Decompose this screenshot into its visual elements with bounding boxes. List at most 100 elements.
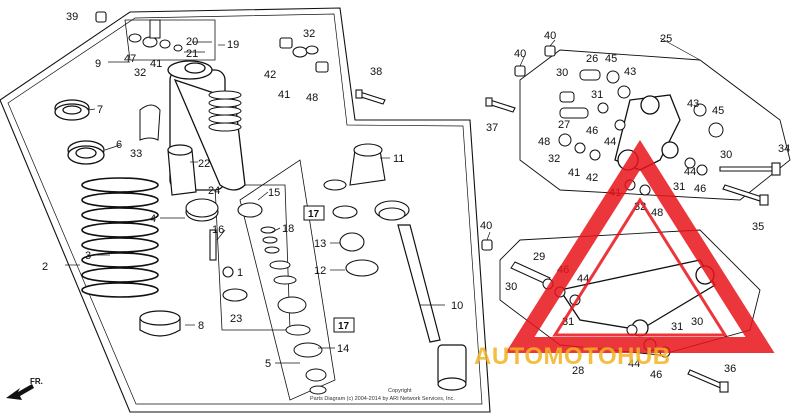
nut-39 — [95, 11, 107, 23]
callout-29: 29 — [533, 251, 545, 263]
shock-body — [167, 60, 246, 191]
upper-link-box — [519, 49, 791, 201]
bolt-1 — [222, 266, 234, 278]
callout-42b: 42 — [586, 172, 598, 184]
callout-32a: 32 — [134, 67, 146, 79]
callout-48c: 48 — [651, 207, 663, 219]
svg-text:17: 17 — [338, 321, 350, 332]
seal-45a — [606, 70, 620, 84]
callout-32c: 32 — [548, 153, 560, 165]
watermark-text: AUTOMOTOHUB — [474, 343, 671, 370]
boxed-callout-17a: 17 — [303, 205, 325, 221]
callout-24: 24 — [208, 185, 220, 197]
washer-41 — [159, 39, 171, 49]
callout-41c: 41 — [568, 167, 580, 179]
callout-16: 16 — [212, 224, 224, 236]
callout-6: 6 — [116, 139, 122, 151]
callout-1: 1 — [237, 267, 243, 279]
nut-40b — [544, 45, 556, 57]
callout-14: 14 — [337, 343, 349, 355]
callout-26: 26 — [586, 53, 598, 65]
callout-21: 21 — [186, 48, 198, 60]
callout-9: 9 — [95, 58, 101, 70]
callout-23: 23 — [230, 313, 242, 325]
callout-8: 8 — [198, 320, 204, 332]
callout-38: 38 — [370, 66, 382, 78]
clip-23 — [222, 288, 248, 302]
callout-37: 37 — [486, 122, 498, 134]
callout-39: 39 — [66, 11, 78, 23]
leader-lines — [65, 37, 701, 364]
protector-pad — [139, 104, 161, 141]
callout-3: 3 — [85, 250, 91, 262]
callout-30c: 30 — [505, 281, 517, 293]
seal-43a — [617, 85, 631, 99]
seal-45b — [708, 122, 724, 138]
nut-40c — [481, 239, 493, 251]
callout-35: 35 — [752, 221, 764, 233]
callout-5: 5 — [265, 358, 271, 370]
shock-assembly-outline — [0, 7, 491, 413]
callout-31a: 31 — [591, 89, 603, 101]
collar-36 — [323, 179, 347, 191]
callout-15: 15 — [268, 187, 280, 199]
bump-rubber — [167, 144, 197, 196]
callout-48a: 48 — [306, 92, 318, 104]
nut-40a — [514, 65, 526, 77]
lock-nut-6 — [67, 140, 105, 165]
callout-22: 22 — [198, 158, 210, 170]
callout-41a: 41 — [150, 58, 162, 70]
callout-40c: 40 — [480, 220, 492, 232]
svg-text:FR.: FR. — [30, 377, 43, 386]
valve-20 — [149, 19, 161, 39]
callout-42a: 42 — [264, 69, 276, 81]
damper-stack — [260, 226, 327, 395]
washer-47 — [128, 33, 142, 43]
callout-44c: 44 — [577, 273, 589, 285]
callout-36: 36 — [724, 363, 736, 375]
bolt-34 — [719, 166, 776, 172]
callout-44a: 44 — [604, 136, 616, 148]
callout-2: 2 — [42, 261, 48, 273]
callout-45a: 45 — [605, 53, 617, 65]
shock-spring — [81, 177, 159, 298]
callout-32b: 32 — [303, 28, 315, 40]
callout-34: 34 — [778, 143, 790, 155]
callout-31b: 31 — [673, 181, 685, 193]
callout-18: 18 — [282, 223, 294, 235]
washer-13 — [339, 232, 365, 252]
callout-45b: 45 — [712, 105, 724, 117]
callout-30a: 30 — [556, 67, 568, 79]
callout-7: 7 — [97, 104, 103, 116]
callout-48b: 48 — [538, 136, 550, 148]
watermark-logo — [505, 140, 775, 353]
callout-31d: 31 — [671, 321, 683, 333]
collar-27 — [559, 107, 589, 119]
front-direction-arrow: FR. — [6, 377, 43, 400]
callout-46b: 46 — [694, 183, 706, 195]
cap-group-box — [124, 19, 216, 61]
callout-numbers: 1 2 3 4 5 6 7 8 9 10 11 12 13 14 15 16 1… — [42, 11, 790, 381]
callout-10: 10 — [451, 300, 463, 312]
callout-41b: 41 — [278, 89, 290, 101]
boxed-callout-17b: 17 — [333, 317, 355, 333]
spring-seat — [139, 310, 181, 337]
watermark-triangle-icon — [505, 140, 775, 353]
copyright-notice: Parts Diagram (c) 2004-2014 by ARI Netwo… — [310, 396, 455, 402]
cap-32b — [305, 45, 319, 55]
callout-25: 25 — [660, 33, 672, 45]
cap-21 — [173, 44, 183, 52]
collar-26 — [579, 69, 601, 81]
callout-12: 12 — [314, 265, 326, 277]
callout-19: 19 — [227, 39, 239, 51]
callout-20: 20 — [186, 36, 198, 48]
callout-43a: 43 — [624, 66, 636, 78]
needle-16 — [209, 229, 217, 261]
callout-30d: 30 — [691, 316, 703, 328]
callout-44d: 44 — [628, 358, 640, 370]
callout-40a: 40 — [514, 48, 526, 60]
seal-12 — [345, 259, 379, 277]
callout-46a: 46 — [586, 125, 598, 137]
ring-17a — [332, 205, 358, 219]
callout-30b: 30 — [720, 149, 732, 161]
